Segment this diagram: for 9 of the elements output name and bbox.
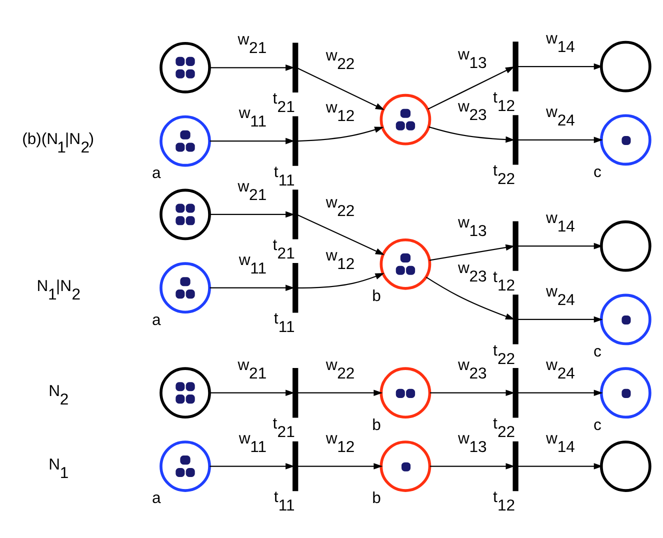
node-label: b [372, 416, 381, 434]
node-label: a [152, 164, 161, 182]
node-label: c [593, 342, 602, 360]
node-label: c [593, 163, 602, 180]
node-label: b [372, 288, 381, 305]
node-label: b [372, 490, 381, 507]
node-label: a [152, 490, 161, 507]
node-label: c [593, 416, 602, 434]
node-label: a [152, 311, 161, 328]
